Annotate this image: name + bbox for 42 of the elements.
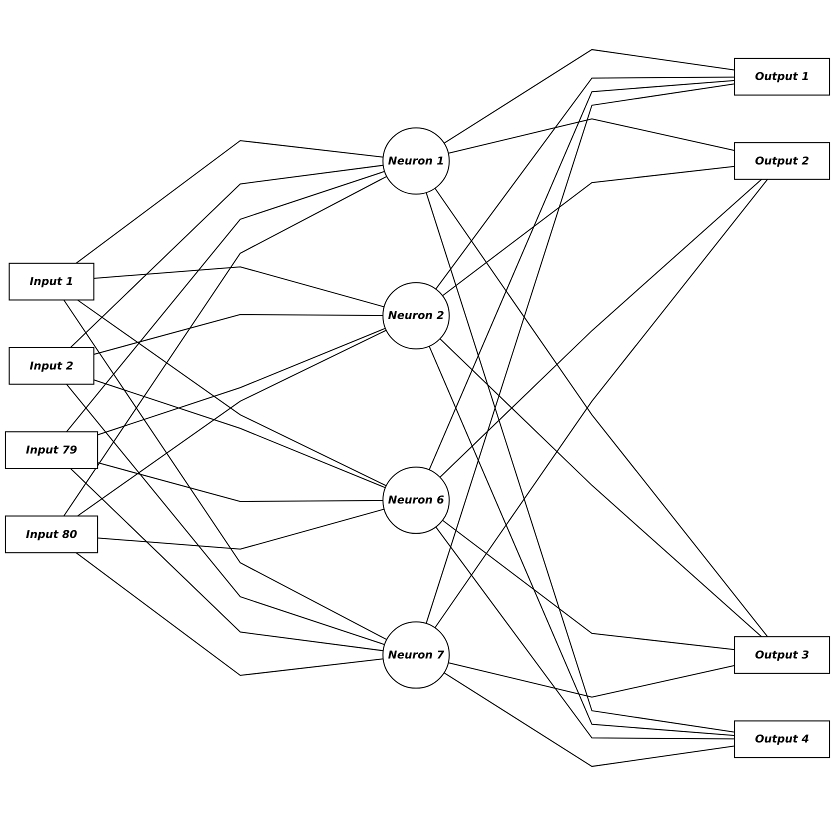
node-circle: Neuron 1 xyxy=(382,127,450,195)
connector xyxy=(444,49,735,144)
connector xyxy=(66,170,385,432)
connector xyxy=(442,166,735,296)
connector xyxy=(77,330,386,516)
node-circle: Neuron 7 xyxy=(382,621,450,689)
connector xyxy=(77,300,386,486)
node-box: Input 80 xyxy=(4,516,98,554)
connector xyxy=(94,266,384,308)
connector xyxy=(440,178,762,478)
connector xyxy=(435,526,735,740)
connector xyxy=(76,552,384,676)
connector xyxy=(97,328,386,436)
connector xyxy=(448,118,735,154)
connector xyxy=(428,346,735,736)
connector xyxy=(97,462,383,502)
connector xyxy=(63,300,387,640)
node-box: Input 79 xyxy=(4,431,98,469)
connector xyxy=(428,80,735,470)
node-box: Output 2 xyxy=(734,142,830,180)
node-box: Output 1 xyxy=(734,58,830,96)
connector xyxy=(440,338,762,638)
connector xyxy=(426,83,735,624)
node-box: Input 1 xyxy=(8,262,94,300)
node-box: Input 2 xyxy=(8,347,94,385)
node-box: Output 3 xyxy=(734,636,830,674)
connector xyxy=(66,384,385,646)
connector xyxy=(70,468,384,652)
connector xyxy=(94,314,383,355)
node-circle: Neuron 2 xyxy=(382,282,450,350)
connector xyxy=(63,176,387,516)
connector xyxy=(70,164,384,348)
connector xyxy=(448,662,735,698)
connector xyxy=(435,76,735,290)
connector xyxy=(94,379,386,488)
connector xyxy=(444,672,735,767)
connector xyxy=(98,508,384,550)
node-box: Output 4 xyxy=(734,720,830,758)
connector xyxy=(76,140,384,264)
connector xyxy=(442,520,735,650)
node-circle: Neuron 6 xyxy=(382,466,450,534)
connector xyxy=(426,192,735,733)
